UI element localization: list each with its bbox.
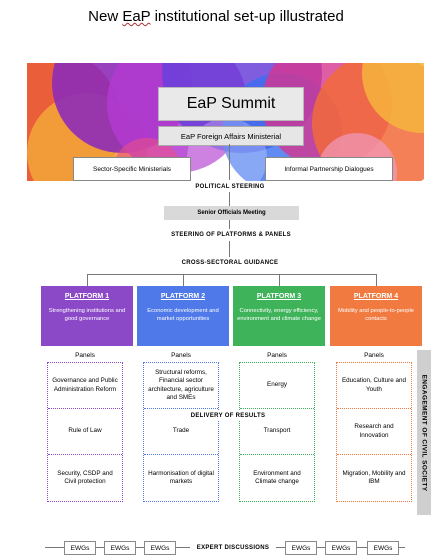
political-steering-label: POLITICAL STEERING (186, 181, 274, 192)
ewg-box: EWGs (367, 541, 399, 555)
connector-line (87, 274, 88, 286)
foreign-affairs-ministerial-box: EaP Foreign Affairs Ministerial (158, 126, 304, 146)
informal-dialogues-box: Informal Partnership Dialogues (265, 157, 393, 181)
page-title: New EaP institutional set-up illustrated (0, 8, 432, 25)
platform-title: PLATFORM 4 (353, 293, 399, 300)
ewg-box: EWGs (104, 541, 136, 555)
panel-item: Environment and Climate change (253, 469, 301, 485)
title-underlined: EaP (122, 8, 151, 25)
panel-item: Harmonisation of digital markets (148, 469, 214, 485)
connector-line (279, 274, 280, 286)
connector-line (376, 274, 377, 286)
panels-header-2: Panels (171, 352, 191, 359)
senior-officials-box: Senior Officials Meeting (164, 206, 299, 220)
panel-item: Governance and Public Administration Ref… (48, 363, 122, 409)
panel-column-1: Governance and Public Administration Ref… (47, 362, 123, 502)
delivery-of-results-label: DELIVERY OF RESULTS (178, 410, 278, 421)
panel-item: Transport (240, 409, 314, 455)
panels-header-3: Panels (267, 352, 287, 359)
platform-title: PLATFORM 2 (160, 293, 206, 300)
ewg-box: EWGs (325, 541, 357, 555)
platform-description: Connectivity, energy efficiency, environ… (237, 308, 321, 322)
connector-line (229, 219, 230, 269)
ewg-box: EWGs (144, 541, 176, 555)
connector-line (229, 144, 230, 180)
panels-header-1: Panels (75, 352, 95, 359)
panel-item: Trade (144, 409, 218, 455)
panel-item: Research and Innovation (337, 409, 411, 455)
expert-discussions-label: EXPERT DISCUSSIONS (190, 542, 276, 553)
connector-line (183, 274, 184, 286)
platform-3: PLATFORM 3 Connectivity, energy efficien… (233, 286, 325, 346)
eap-summit-box: EaP Summit (158, 87, 304, 121)
civil-society-bar: ENGAGEMENT OF CIVIL SOCIETY (417, 350, 431, 515)
platform-2: PLATFORM 2 Economic development and mark… (137, 286, 229, 346)
panels-header-4: Panels (364, 352, 384, 359)
platform-description: Mobility and people-to-people contacts (337, 308, 415, 322)
sector-ministerials-box: Sector-Specific Ministerials (73, 157, 191, 181)
connector-line (229, 191, 230, 206)
platform-description: Economic development and market opportun… (147, 308, 219, 322)
connector-line (87, 274, 377, 275)
title-prefix: New (88, 8, 123, 25)
panel-item: Education, Culture and Youth (337, 363, 411, 409)
panel-item: Rule of Law (48, 409, 122, 455)
platform-title: PLATFORM 1 (64, 293, 110, 300)
panel-item: Energy (240, 363, 314, 409)
ewg-box: EWGs (285, 541, 317, 555)
steering-platforms-label: STEERING OF PLATFORMS & PANELS (165, 229, 297, 241)
title-suffix: institutional set-up illustrated (150, 8, 344, 25)
civil-society-label: ENGAGEMENT OF CIVIL SOCIETY (420, 374, 428, 491)
platform-4: PLATFORM 4 Mobility and people-to-people… (330, 286, 422, 346)
panel-column-4: Education, Culture and Youth Research an… (336, 362, 412, 502)
platform-1: PLATFORM 1 Strengthening institutions an… (41, 286, 133, 346)
panel-column-3: Energy Transport Environment and Climate… (239, 362, 315, 502)
platform-description: Strengthening institutions and good gove… (48, 308, 126, 322)
panel-column-2: Structural reforms, Financial sector arc… (143, 362, 219, 502)
panel-item: Structural reforms, Financial sector arc… (144, 363, 218, 409)
panel-item: Security, CSDP and Civil protection (57, 469, 113, 485)
ewg-box: EWGs (64, 541, 96, 555)
cross-sectoral-label: CROSS-SECTORAL GUIDANCE (175, 257, 285, 269)
panel-item: Migration, Mobility and IBM (342, 469, 406, 485)
platform-title: PLATFORM 3 (256, 293, 302, 300)
